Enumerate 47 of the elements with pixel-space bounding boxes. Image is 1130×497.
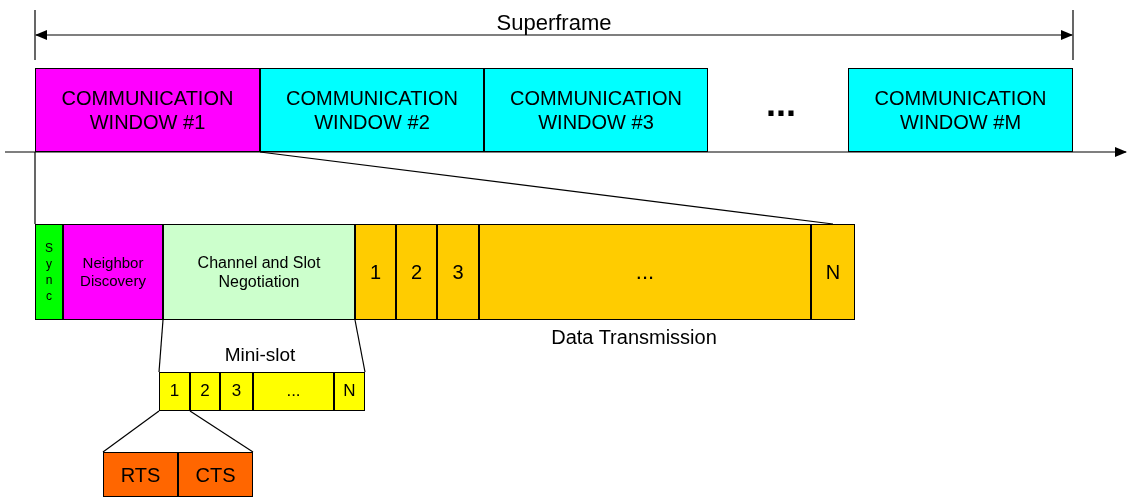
sync-slot bbox=[35, 224, 63, 320]
zoom-line bbox=[102, 410, 160, 453]
mini-slot bbox=[334, 372, 365, 411]
mini-slot bbox=[159, 372, 190, 411]
slot-label: Sync bbox=[45, 240, 53, 304]
slot-number: N bbox=[343, 381, 356, 402]
slot-number: 1 bbox=[169, 381, 180, 402]
ellipsis-text: ... bbox=[766, 86, 796, 122]
window-block bbox=[35, 68, 260, 152]
slot-number: RTS bbox=[120, 462, 161, 487]
data-slot bbox=[811, 224, 855, 320]
slot-number: 1 bbox=[369, 260, 382, 284]
slot-number: 3 bbox=[231, 381, 242, 402]
zoom-line bbox=[189, 410, 254, 453]
slot-number: ... bbox=[286, 381, 301, 402]
slot-number: 3 bbox=[452, 260, 464, 284]
window-label: COMMUNICATION WINDOW #3 bbox=[509, 86, 683, 134]
dimension-label: Superframe bbox=[496, 10, 612, 36]
window-block bbox=[484, 68, 708, 152]
slot-number: 2 bbox=[200, 381, 210, 402]
zoom-line bbox=[158, 319, 164, 373]
data-slot bbox=[355, 224, 396, 320]
mini-slot bbox=[190, 372, 220, 411]
window-label: COMMUNICATION WINDOW #2 bbox=[285, 86, 459, 134]
discovery-slot bbox=[63, 224, 163, 320]
slot-number: ... bbox=[635, 258, 655, 286]
slot-number: CTS bbox=[195, 462, 236, 487]
data-slot bbox=[479, 224, 811, 320]
window-block bbox=[848, 68, 1073, 152]
caption-label: Mini-slot bbox=[224, 344, 296, 366]
mini-slot bbox=[220, 372, 253, 411]
zoom-line bbox=[354, 319, 366, 373]
zoom-line bbox=[34, 151, 36, 225]
data-slot bbox=[396, 224, 437, 320]
slot-label: Neighbor Discovery bbox=[79, 254, 147, 290]
window-block bbox=[260, 68, 484, 152]
rts-slot bbox=[103, 452, 178, 497]
slot-label: Channel and Slot Negotiation bbox=[196, 252, 322, 292]
caption-label: Data Transmission bbox=[551, 326, 717, 349]
slot-number: 2 bbox=[410, 260, 423, 284]
negotiation-slot bbox=[163, 224, 355, 320]
window-label: COMMUNICATION WINDOW #M bbox=[873, 86, 1048, 134]
cts-slot bbox=[178, 452, 253, 497]
data-slot bbox=[437, 224, 479, 320]
slot-number: N bbox=[825, 260, 841, 284]
mini-slot bbox=[253, 372, 334, 411]
window-label: COMMUNICATION WINDOW #1 bbox=[60, 86, 235, 134]
